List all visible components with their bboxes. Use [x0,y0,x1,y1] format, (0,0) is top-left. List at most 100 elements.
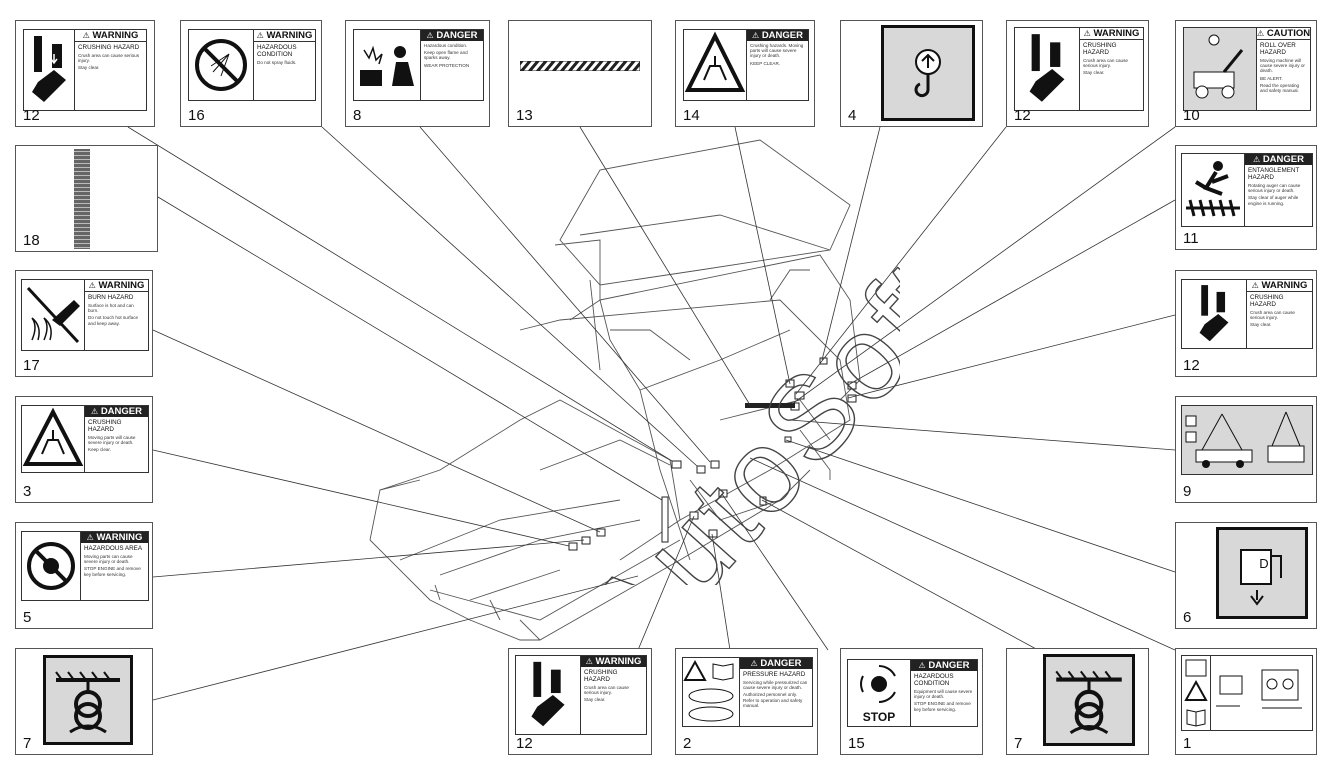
hazard-action: Keep open flame and sparks away. [424,50,468,61]
callout-18: 18 [15,145,158,252]
callout-3: ⚠ DANGER CRUSHING HAZARD Moving parts wi… [15,396,153,503]
hazard-action: Do not touch hot surface and keep away. [88,315,139,326]
callout-7-bottom: 7 [1006,648,1149,755]
callout-5: ⚠ WARNING HAZARDOUS AREA Moving parts ca… [15,522,153,629]
tie-down-icon [1055,670,1122,735]
tie-down-point-label [1043,654,1135,746]
hazard-title: HAZARDOUS AREA [84,545,143,552]
callout-number: 10 [1183,107,1200,124]
callout-number: 7 [23,735,32,752]
warning-hazardous-condition-label: ⚠ WARNING HAZARDOUS CONDITION Do not spr… [188,29,316,101]
signal-word: DANGER [436,30,478,41]
hot-surface-icon [26,286,80,344]
callout-1: 1 [1175,648,1317,755]
crushing-hazard-triangle-icon [684,31,746,92]
callout-number: 17 [23,357,40,374]
danger-hazardous-condition-label: STOP ⚠ DANGER HAZARDOUS CONDITION Equipm… [847,659,978,727]
danger-pressure-label: ⚠ DANGER PRESSURE HAZARD Servicing while… [682,657,813,727]
signal-word: WARNING [1261,280,1308,291]
callout-2: ⚠ DANGER PRESSURE HAZARD Servicing while… [675,648,818,755]
tie-down-point-label [43,655,133,745]
signal-word: DANGER [1262,154,1304,165]
crushing-hazard-triangle-icon [22,407,84,466]
crane-lifting-diagram-icon [1185,411,1305,468]
lifting-hook-icon [914,49,941,98]
hazard-text: Moving machine will cause severe injury … [1260,58,1305,74]
hazard-action: STOP ENGINE and remove key before servic… [914,701,971,712]
callout-number: 12 [1183,357,1200,374]
crushed-hand-icon [531,661,565,727]
crushed-hand-icon [1029,34,1065,102]
hazard-title: HAZARDOUS CONDITION [914,673,954,687]
signal-word: WARNING [98,280,145,291]
warning-crushing-label: ⚠ WARNING CRUSHING HAZARD Crush area can… [1181,279,1313,349]
hazard-action: Stay clear. [584,697,606,703]
hazard-stripe-tape [520,61,640,71]
hazard-action: Stay clear of auger while engine is runn… [1248,195,1299,206]
rotating-fan-icon [860,665,896,703]
signal-word: DANGER [761,30,803,41]
callout-13: 13 [508,20,652,127]
callout-12-right: ⚠ WARNING CRUSHING HAZARD Crush area can… [1175,270,1317,377]
diesel-letter: D [1259,556,1269,571]
callout-number: 12 [23,107,40,124]
hazard-text: Servicing while pressurized can cause se… [743,680,808,691]
signal-word: WARNING [1093,28,1140,39]
hazard-alert: BE ALERT. [1260,75,1283,81]
callout-11: ⚠ DANGER ENTANGLEMENT HAZARD Rotating au… [1175,145,1317,250]
callout-number: 9 [1183,483,1192,500]
danger-crushing-label: ⚠ DANGER CRUSHING HAZARD Moving parts wi… [21,405,149,473]
hazard-text: Do not spray fluids. [257,60,297,65]
lifting-point-label [881,25,975,121]
hazard-text: Moving parts can cause severe injury or … [84,554,133,565]
callout-number: 1 [1183,735,1192,752]
callout-14: ⚠ DANGER Crushing hazards. Moving parts … [675,20,815,127]
callout-15: STOP ⚠ DANGER HAZARDOUS CONDITION Equipm… [840,648,983,755]
signal-word: WARNING [266,30,313,41]
battery-explosion-icon [360,45,414,86]
crushed-hand-icon [1199,285,1229,342]
callout-number: 7 [1014,735,1023,752]
callout-12-top: ⚠ WARNING CRUSHING HAZARD Crush area can… [15,20,155,127]
signal-word: WARNING [595,656,642,667]
callout-number: 12 [516,735,533,752]
warning-crushing-label: ⚠ WARNING CRUSHING HAZARD Crush area can… [515,655,647,735]
hazard-action: KEEP CLEAR. [750,60,781,66]
hazard-text: Moving parts will cause severe injury or… [88,435,136,446]
hazard-action: Keep clear. [88,447,111,453]
stop-text: STOP [862,710,896,724]
signal-word: WARNING [92,30,139,41]
hazard-title: ENTANGLEMENT HAZARD [1248,167,1300,181]
no-spray-icon [195,39,247,91]
callout-number: 4 [848,107,857,124]
service-instructions-label [1181,655,1313,731]
warning-hazardous-area-label: ⚠ WARNING HAZARDOUS AREA Moving parts ca… [21,531,149,601]
hazard-text: Crush area can cause serious injury. [1250,310,1295,321]
hazard-text: Crushing hazards. Moving parts will caus… [750,43,804,59]
warning-crushing-label: ⚠ WARNING CRUSHING HAZARD Crush area can… [23,29,147,111]
danger-crushing-hazards-label: ⚠ DANGER Crushing hazards. Moving parts … [683,29,809,101]
callout-number: 13 [516,107,533,124]
callout-number: 14 [683,107,700,124]
crushed-hand-icon [32,36,66,102]
hazard-title: CRUSHING HAZARD [1250,294,1284,308]
danger-entanglement-label: ⚠ DANGER ENTANGLEMENT HAZARD Rotating au… [1181,153,1313,227]
warning-crushing-label: ⚠ WARNING CRUSHING HAZARD Crush area can… [1014,27,1144,111]
hazard-action: Authorized personnel only. Refer to oper… [743,692,803,708]
hazard-action: Read the operating and safety manual. [1260,82,1300,94]
caution-rollover-label: ⚠ CAUTION ROLL OVER HAZARD Moving machin… [1183,27,1311,111]
callout-number: 6 [1183,609,1192,626]
hazard-ppe: WEAR PROTECTION [424,62,470,68]
hazard-title: CRUSHING HAZARD [1083,42,1117,56]
signal-word: DANGER [928,660,970,671]
callout-6: D 6 [1175,522,1317,629]
hazard-text: Rotating auger can cause serious injury … [1248,183,1301,194]
lifting-instructions-label [1181,405,1313,475]
hazard-text: Hazardous condition. [424,43,468,48]
tie-down-icon [55,671,120,734]
warning-burn-label: ⚠ WARNING BURN HAZARD Surface is hot and… [21,279,149,351]
callout-number: 15 [848,735,865,752]
pressure-accumulator-icon [683,659,734,722]
hazard-title: HAZARDOUS CONDITION [257,44,297,58]
